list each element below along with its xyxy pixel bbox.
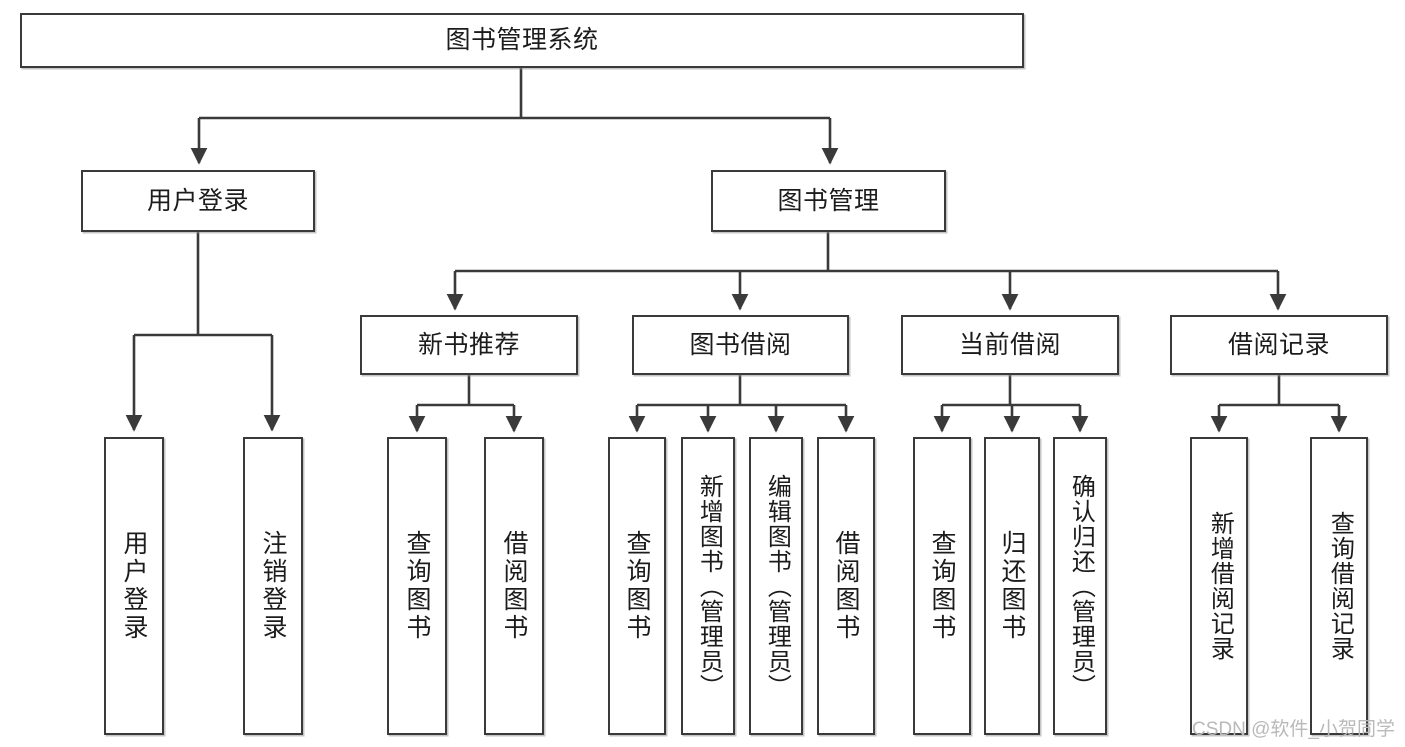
node-leaf-borrow-book-1-label: 借阅图书 [500,530,528,642]
node-leaf-query-record[interactable]: 查询借阅记录 [1310,437,1368,735]
node-new-book-rec-label: 新书推荐 [417,330,520,359]
node-leaf-edit-book[interactable]: 编辑图书（管理员） [749,437,803,735]
node-book-borrow[interactable]: 图书借阅 [632,315,849,375]
node-leaf-user-logout[interactable]: 注销登录 [243,437,303,735]
node-book-manage[interactable]: 图书管理 [711,170,946,232]
node-leaf-query-book-2[interactable]: 查询图书 [608,437,666,735]
node-leaf-add-book-label: 新增图书（管理员） [695,473,723,699]
node-leaf-query-record-label: 查询借阅记录 [1326,511,1354,661]
node-book-borrow-label: 图书借阅 [689,330,792,359]
node-current-borrow-label: 当前借阅 [958,330,1061,359]
node-borrow-record[interactable]: 借阅记录 [1170,315,1388,375]
node-leaf-confirm-return-label: 确认归还（管理员） [1067,473,1095,699]
node-leaf-user-login[interactable]: 用户登录 [104,437,164,735]
node-leaf-query-book-1[interactable]: 查询图书 [387,437,447,735]
node-leaf-add-book[interactable]: 新增图书（管理员） [681,437,735,735]
node-leaf-borrow-book-2-label: 借阅图书 [832,530,860,642]
node-leaf-add-record[interactable]: 新增借阅记录 [1190,437,1248,735]
node-leaf-add-record-label: 新增借阅记录 [1206,511,1234,661]
node-leaf-query-book-1-label: 查询图书 [403,530,431,642]
node-leaf-borrow-book-2[interactable]: 借阅图书 [817,437,875,735]
node-root[interactable]: 图书管理系统 [20,13,1024,68]
node-leaf-edit-book-label: 编辑图书（管理员） [763,473,791,699]
node-book-manage-label: 图书管理 [777,186,880,215]
node-leaf-return-book[interactable]: 归还图书 [984,437,1040,735]
node-leaf-user-login-label: 用户登录 [120,530,148,642]
node-leaf-confirm-return[interactable]: 确认归还（管理员） [1053,437,1107,735]
node-leaf-query-book-2-label: 查询图书 [623,530,651,642]
node-new-book-rec[interactable]: 新书推荐 [360,315,578,375]
node-leaf-query-book-3-label: 查询图书 [928,530,956,642]
node-user-login-label: 用户登录 [146,186,249,215]
node-leaf-user-logout-label: 注销登录 [259,530,287,642]
node-root-label: 图书管理系统 [445,26,599,55]
node-current-borrow[interactable]: 当前借阅 [901,315,1119,375]
node-leaf-return-book-label: 归还图书 [998,530,1026,642]
node-user-login[interactable]: 用户登录 [81,170,315,232]
node-leaf-borrow-book-1[interactable]: 借阅图书 [484,437,544,735]
node-leaf-query-book-3[interactable]: 查询图书 [913,437,971,735]
node-borrow-record-label: 借阅记录 [1227,330,1330,359]
csdn-watermark: CSDN @软件_小贺同学 [1192,719,1395,740]
